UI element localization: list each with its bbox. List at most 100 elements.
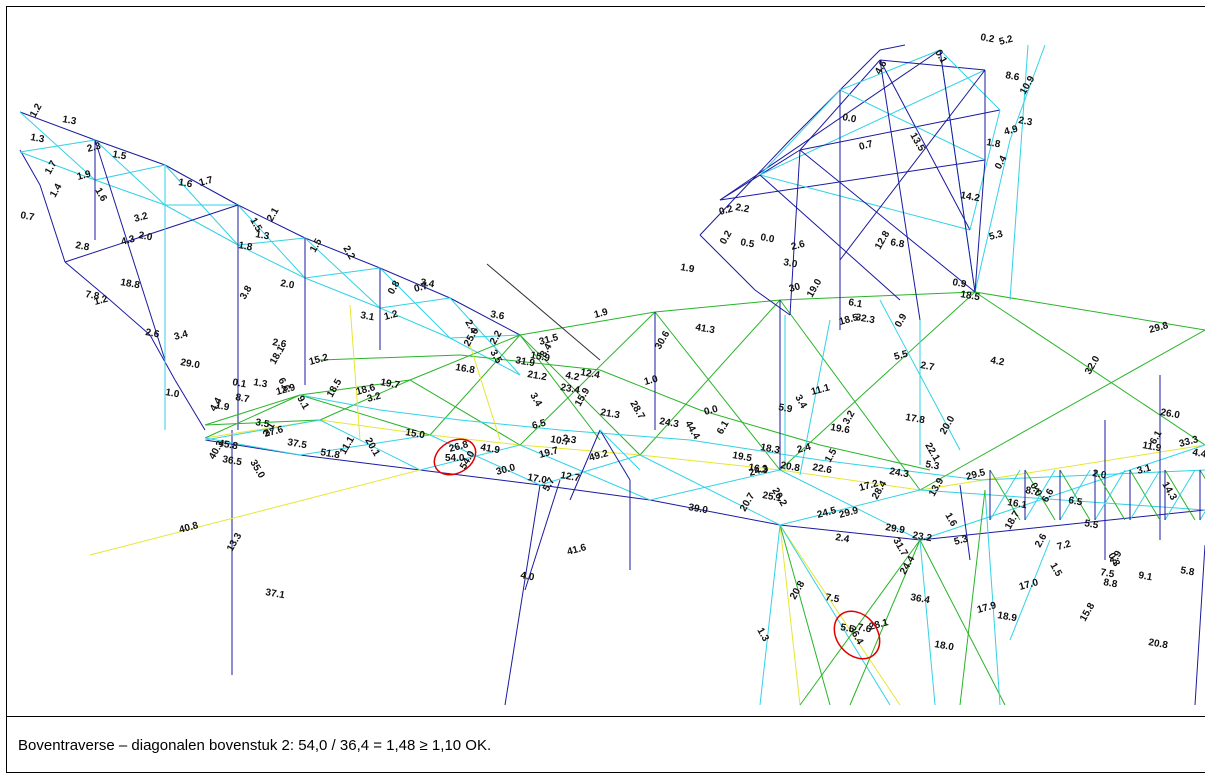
- figure-caption: Boventraverse – diagonalen bovenstuk 2: …: [18, 737, 492, 754]
- member-force-label: 17.0: [1018, 577, 1040, 593]
- member-force-label: 28.1: [868, 617, 890, 633]
- member-force-label: 29.8: [1148, 320, 1170, 336]
- member-force-label: 2.3: [86, 141, 103, 155]
- member-force-label: 13.9: [927, 476, 946, 499]
- member-force-label: 32.3: [854, 312, 876, 326]
- truss-member: [1129, 469, 1161, 521]
- member-force-label: 31.5: [538, 332, 560, 348]
- member-force-label: 1.3: [252, 377, 268, 390]
- truss-member: [409, 379, 521, 446]
- member-force-label: 1.5: [308, 237, 325, 255]
- member-force-label: 40.8: [178, 520, 200, 536]
- member-force-label: 3.8: [238, 284, 255, 302]
- member-force-label: 0.7: [858, 139, 875, 153]
- truss-member: [779, 469, 921, 491]
- boom-upper-chord: [449, 297, 521, 336]
- truss-member: [164, 204, 239, 246]
- tower-left-chord: [879, 44, 906, 51]
- truss-member: [639, 299, 781, 456]
- truss-member: [419, 444, 521, 471]
- member-force-label: 16.1: [1006, 497, 1028, 511]
- truss-member: [839, 89, 986, 161]
- member-force-label: 0.9: [951, 277, 967, 290]
- member-force-label: 1.3: [61, 114, 77, 127]
- member-force-label: 1.2: [93, 294, 110, 308]
- member-force-label: 4.4: [1191, 447, 1205, 460]
- member-force-label: 21.3: [599, 407, 621, 421]
- member-force-label: 7.6: [856, 622, 872, 635]
- member-force-label: 1.6: [942, 511, 959, 529]
- member-force-label: 1.9: [214, 400, 230, 413]
- member-force-label: 31.9: [514, 355, 536, 369]
- member-force-label: 3.5: [487, 348, 504, 366]
- member-force-label: 18.3: [759, 442, 781, 456]
- truss-member: [779, 291, 976, 471]
- member-force-label: 0.8: [386, 279, 403, 297]
- member-force-label: 2.2: [734, 202, 750, 215]
- member-force-label: 1.9: [76, 169, 93, 183]
- member-force-label: 4.0: [519, 570, 535, 583]
- member-force-label: 6.1: [847, 297, 863, 310]
- member-force-label: 14.2: [959, 190, 981, 204]
- truss-member: [719, 49, 941, 201]
- member-force-label: 20.8: [788, 579, 807, 602]
- truss-member: [779, 489, 921, 526]
- truss-member: [379, 297, 451, 309]
- truss-member: [429, 434, 521, 446]
- truss-member: [204, 394, 301, 439]
- tower-right-chord: [974, 139, 1011, 293]
- member-force-label: 2.2: [488, 329, 505, 347]
- member-force-label: 30.6: [653, 329, 672, 352]
- member-force-label: 8.6: [1004, 70, 1020, 83]
- member-force-label: 37.1: [264, 587, 286, 601]
- truss-member: [789, 149, 801, 316]
- leg-member: [759, 524, 781, 706]
- truss-member: [599, 369, 701, 411]
- member-force-label: 18.5: [959, 289, 981, 303]
- member-force-label: 0.1: [932, 48, 949, 66]
- boom-upper-chord: [379, 267, 451, 299]
- member-force-label: 2.4: [796, 442, 813, 456]
- member-force-label: 0.2: [979, 32, 995, 45]
- member-force-label: 24.3: [888, 466, 910, 480]
- truss-member: [799, 319, 831, 476]
- truss-member: [459, 354, 601, 371]
- beam-upper-chord: [204, 394, 301, 426]
- truss-member: [519, 334, 601, 441]
- member-force-label: 3.0: [782, 257, 798, 270]
- truss-member: [919, 539, 1006, 706]
- member-force-label: 26.0: [1159, 407, 1181, 421]
- truss-member: [919, 444, 1205, 541]
- member-force-label: 32.0: [1083, 354, 1102, 377]
- beam-lower-chord: [299, 454, 421, 471]
- member-force-label: 20.7: [738, 491, 757, 514]
- truss-member: [559, 429, 691, 441]
- truss-member: [959, 484, 971, 561]
- member-force-label: 11.1: [810, 382, 832, 398]
- member-force-label: 2.4: [834, 532, 850, 545]
- member-force-label: 17.8: [904, 412, 926, 426]
- truss-member: [919, 489, 1205, 511]
- beam-upper-chord: [654, 299, 781, 313]
- member-force-label: 2.3: [561, 433, 577, 446]
- member-force-label: 2.8: [74, 240, 90, 253]
- boom-upper-chord: [164, 164, 239, 206]
- truss-member: [839, 69, 986, 261]
- member-force-label: 1.3: [254, 229, 270, 242]
- member-force-label: 2.6: [144, 327, 160, 340]
- member-force-label: 9.1: [1137, 570, 1153, 583]
- member-force-label: 44.4: [682, 419, 701, 442]
- truss-member: [299, 394, 431, 436]
- member-force-label: 19.7: [379, 377, 401, 391]
- boom-upper-chord: [19, 111, 96, 141]
- truss-member: [839, 49, 941, 91]
- truss-member: [939, 49, 976, 293]
- beam-lower-chord: [779, 524, 921, 541]
- truss-member: [989, 469, 1021, 521]
- truss-member: [89, 469, 421, 556]
- truss-member: [654, 311, 781, 471]
- truss-member: [237, 237, 306, 246]
- member-force-label: 3.2: [366, 391, 383, 405]
- truss-member: [379, 307, 451, 339]
- member-force-label: 2.3: [1017, 115, 1033, 128]
